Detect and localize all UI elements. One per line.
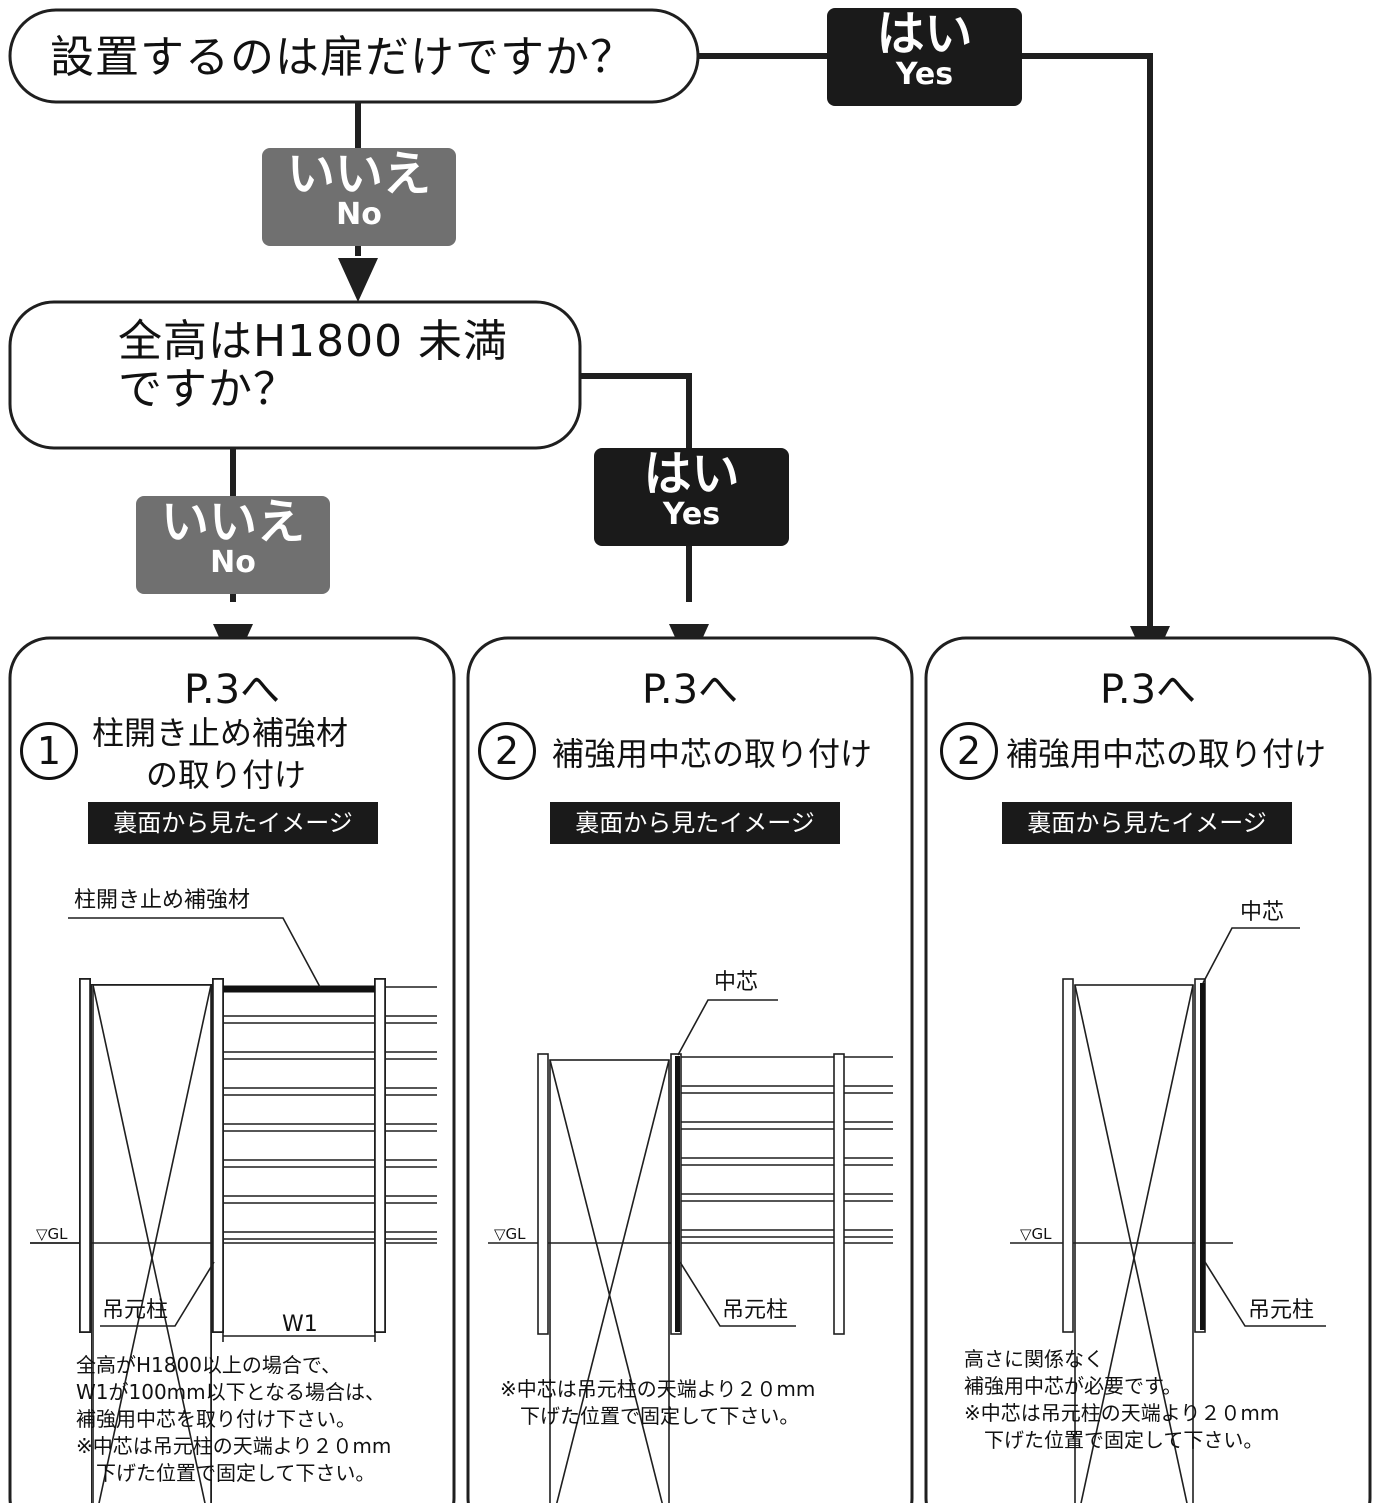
result-2-back-view-label: 裏面から見たイメージ <box>550 802 840 844</box>
yes-badge-jp: はい <box>876 6 973 62</box>
arrowhead-no1 <box>338 258 378 302</box>
yes-badge-1: はい Yes <box>827 8 1022 106</box>
result-3-gl-label: ▽GL <box>1020 1225 1052 1243</box>
result-box-3 <box>924 636 1372 1503</box>
result-1-goto: P.3へ <box>183 667 281 713</box>
result-1-title-line1: 柱開き止め補強材 <box>92 714 349 752</box>
no-badge-1: いいえ No <box>262 148 456 246</box>
yes-badge-en: Yes <box>662 497 721 532</box>
drawing-1-posts <box>79 978 386 1333</box>
result-2-title: 補強用中芯の取り付け <box>552 735 873 773</box>
question-1-text: 設置するのは扉だけですか？ <box>50 32 635 83</box>
core-bar-2 <box>675 1056 680 1332</box>
result-3-goto: P.3へ <box>1099 667 1197 713</box>
result-1-note: 全高がH1800以上の場合で、 W1が100mm以下となる場合は、 補強用中芯を… <box>76 1353 392 1485</box>
question-2-line1: 全高はH1800 未満 <box>118 316 509 367</box>
no-badge-2: いいえ No <box>136 496 330 594</box>
no-badge-jp: いいえ <box>286 146 431 202</box>
yes-badge-2: はい Yes <box>594 448 789 546</box>
yes-badge-en: Yes <box>895 57 954 92</box>
result-1-w1-label: W1 <box>282 1312 318 1337</box>
drawing-1-leaders <box>30 917 376 1342</box>
drawing-2-fence-rails <box>488 1056 893 1244</box>
result-3-note: 高さに関係なく 補強用中芯が必要です。 ※中芯は吊元柱の天端より２０mm 下げた… <box>964 1347 1280 1452</box>
result-3-back-view-label: 裏面から見たイメージ <box>1002 802 1292 844</box>
no-badge-en: No <box>336 197 382 232</box>
result-2-post-label: 吊元柱 <box>722 1298 789 1323</box>
drawing-1-gate-leaf-final <box>92 984 212 1503</box>
result-2-goto: P.3へ <box>641 667 739 713</box>
result-2-note: ※中芯は吊元柱の天端より２０mm 下げた位置で固定して下さい。 <box>500 1377 816 1428</box>
result-1-gl-label: ▽GL <box>36 1225 68 1243</box>
yes-badge-jp: はい <box>643 446 740 502</box>
result-1-back-view-label: 裏面から見たイメージ <box>88 802 378 844</box>
result-1-title-line2: の取り付け <box>146 756 307 794</box>
result-3-core-label: 中芯 <box>1240 900 1285 925</box>
result-1-post-label: 吊元柱 <box>102 1298 169 1323</box>
no-badge-jp: いいえ <box>160 494 305 550</box>
drawing-1-fence-rails <box>30 986 437 1244</box>
drawing-2-leaders <box>677 999 796 1327</box>
result-1-top-label: 柱開き止め補強材 <box>74 888 251 913</box>
result-box-2 <box>466 636 914 1503</box>
drawing-2-gate-leaf <box>549 1059 670 1503</box>
no-badge-en: No <box>210 545 256 580</box>
result-2-core-label: 中芯 <box>714 970 759 995</box>
result-1-number: 1 <box>20 722 78 780</box>
result-3-number: 2 <box>940 722 998 780</box>
drawing-3-leaders <box>1202 927 1326 1327</box>
question-2-line2: ですか？ <box>118 364 298 415</box>
result-3-post-label: 吊元柱 <box>1248 1298 1315 1323</box>
result-3-title: 補強用中芯の取り付け <box>1006 735 1327 773</box>
result-2-number: 2 <box>478 722 536 780</box>
core-bar-3 <box>1200 983 1205 1330</box>
result-2-gl-label: ▽GL <box>494 1225 526 1243</box>
